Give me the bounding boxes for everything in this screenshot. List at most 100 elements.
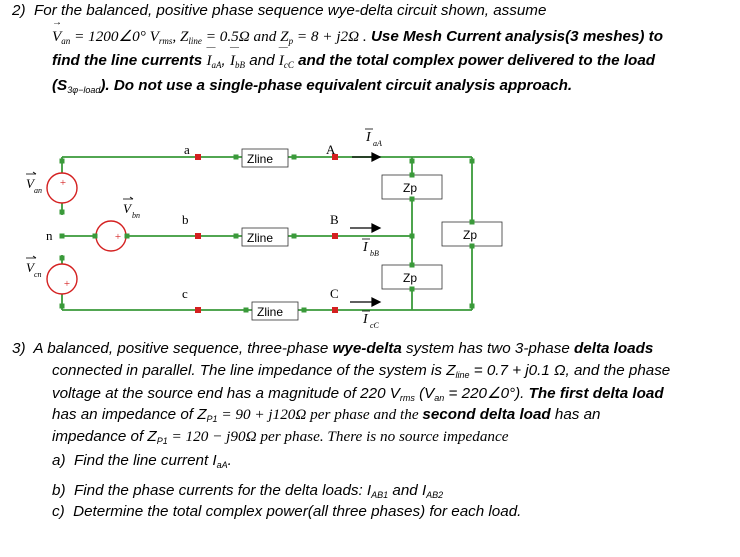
question-b-label: b) — [52, 482, 66, 499]
zline-b-box — [241, 227, 289, 247]
node-c-label: c — [182, 286, 188, 301]
approach-instruction: ). Do not use a single-phase equivalent … — [100, 77, 573, 94]
problem2-line3: find the line currents IaA, IbB and IcC … — [52, 52, 655, 70]
source-a-circle — [46, 172, 78, 204]
green-node-marker — [233, 154, 239, 160]
question-a-label: a) — [52, 452, 66, 469]
question-c: c) Determine the total complex power(all… — [52, 503, 521, 520]
green-node-marker — [243, 307, 249, 313]
question-b: b) Find the phase currents for the delta… — [52, 482, 443, 500]
problem3-l3-value: = 220∠0°). — [444, 385, 529, 402]
zp-sub: p — [288, 36, 294, 46]
question-a: a) Find the line current IaA. — [52, 452, 232, 470]
v-an-label: V — [26, 176, 36, 191]
problem2-line2: Van = 1200∠0° Vrms, Zline = 0.5Ω and Zp … — [52, 27, 663, 46]
i-bB-sub: bB — [235, 60, 246, 70]
arrow-aA-head — [371, 152, 382, 162]
v-an-sub: an — [61, 36, 71, 46]
node-n-label: n — [46, 228, 53, 243]
green-node-marker — [409, 262, 415, 268]
node-A-label: A — [326, 142, 336, 157]
v-an-symbol: V — [52, 28, 61, 45]
red-node-marker — [332, 233, 338, 239]
v-bn-label-sub: bn — [132, 211, 140, 220]
problem3-delta-loads: delta loads — [574, 340, 654, 357]
problem3-wye-delta: wye-delta — [332, 340, 402, 357]
zline-c-label: Zline — [257, 305, 283, 319]
green-node-marker — [469, 158, 475, 164]
problem3-first-load: The first delta load — [528, 385, 664, 402]
circuit-wires — [61, 156, 473, 311]
zp-ca-label: Zp — [463, 228, 477, 242]
problem3-line4: has an impedance of ZP1 = 90 + j120Ω per… — [52, 406, 601, 424]
green-node-marker — [409, 172, 415, 178]
s-load-symbol: (S — [52, 77, 68, 94]
problem2-text: For the balanced, positive phase sequenc… — [33, 2, 547, 19]
i-aA-symbol: I — [206, 52, 211, 69]
question-a-sub: aA — [216, 460, 228, 470]
node-B-label: B — [330, 212, 339, 227]
current-arrows — [350, 152, 382, 307]
question-b-sub1: AB1 — [371, 490, 389, 500]
green-node-marker — [59, 209, 65, 215]
question-b-sub2: AB2 — [426, 490, 444, 500]
zline-c-box — [251, 301, 299, 321]
node-markers — [59, 154, 475, 313]
i-cC-symbol: I — [279, 52, 284, 69]
green-node-marker — [409, 286, 415, 292]
i-aA-sub: aA — [211, 60, 222, 70]
source-b-circle — [95, 220, 127, 252]
green-node-marker — [469, 243, 475, 249]
question-a-end: . — [227, 452, 232, 469]
find-currents-text: find the line currents — [52, 52, 207, 69]
green-node-marker — [409, 196, 415, 202]
zline-a-label: Zline — [247, 152, 273, 166]
zp-ab-label: Zp — [403, 181, 417, 195]
question-c-label: c) — [52, 503, 65, 520]
mesh-instruction: Use Mesh Current analysis — [366, 28, 566, 45]
problem3-l2-sub: line — [455, 370, 470, 380]
v-cn-label-sub: cn — [34, 270, 42, 279]
source-b-plus: + — [115, 231, 121, 243]
red-node-marker — [195, 154, 201, 160]
rms-sub: rms — [158, 36, 173, 46]
problem3-l5-value: = 120 − j90Ω per phase. There is no sour… — [167, 428, 509, 445]
zp-bc-box — [381, 264, 443, 290]
v-cn-label: V — [26, 260, 36, 275]
problem3-l3-v: (V — [414, 385, 435, 402]
problem3-line1: 3) A balanced, positive sequence, three-… — [12, 340, 653, 357]
problem3-l3-rms: rms — [399, 393, 415, 403]
green-node-marker — [124, 233, 130, 239]
source-c-plus: + — [64, 278, 70, 290]
red-node-marker — [195, 233, 201, 239]
green-node-marker — [301, 307, 307, 313]
green-node-marker — [291, 154, 297, 160]
mesh-count: (3 meshes) to — [565, 28, 663, 45]
arrow-bB-head — [371, 223, 382, 233]
green-node-marker — [59, 158, 65, 164]
question-a-text: Find the line current I — [73, 452, 217, 469]
problem2-number: 2) — [12, 2, 26, 19]
question-b-and: and I — [388, 482, 427, 499]
node-b-label: b — [182, 212, 189, 227]
i-bB-label: I — [362, 240, 369, 255]
and-text: and — [245, 52, 279, 69]
voltage-arrows — [26, 171, 134, 259]
problem3-text-a: A balanced, positive sequence, three-pha… — [33, 340, 333, 357]
zline-symbol: , Z — [172, 28, 189, 45]
red-node-marker — [195, 307, 201, 313]
i-cC-sub: cC — [283, 60, 294, 70]
node-a-label: a — [184, 142, 190, 157]
green-node-marker — [92, 233, 98, 239]
i-aA-label-sub: aA — [373, 139, 382, 148]
i-cC-label: I — [362, 312, 369, 327]
green-node-marker — [409, 158, 415, 164]
i-aA-label: I — [365, 130, 372, 145]
zp-ab-box — [381, 174, 443, 200]
i-bB-label-sub: bB — [370, 249, 379, 258]
problem3-second-load: second delta load — [422, 406, 551, 423]
zp-value: = 8 + j2Ω . — [293, 28, 367, 45]
green-node-marker — [409, 233, 415, 239]
